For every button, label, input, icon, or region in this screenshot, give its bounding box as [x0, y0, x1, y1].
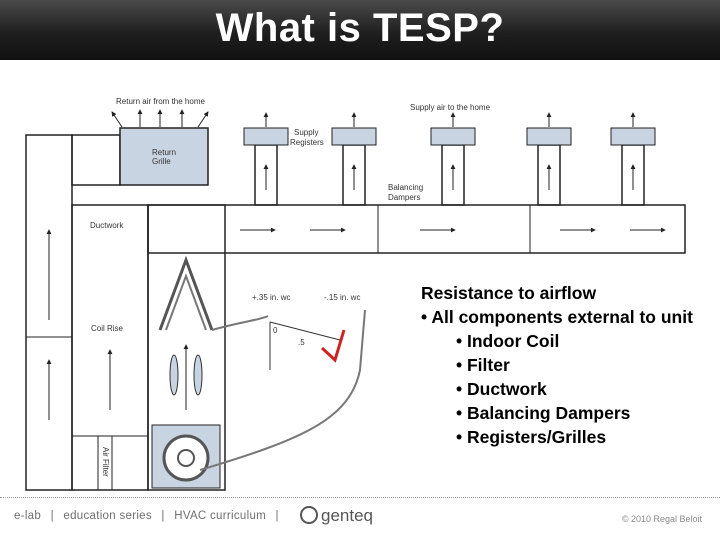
slide-title: What is TESP?	[215, 6, 505, 50]
footer-separator: |	[275, 510, 279, 522]
footer-divider	[0, 497, 720, 499]
pressure-tube-positive	[211, 315, 269, 331]
supply-trunk	[147, 204, 686, 254]
label-return-air: Return air from the home	[116, 97, 205, 106]
supply-registers	[243, 127, 656, 146]
footer-education: education series	[63, 510, 152, 522]
footer-hvac: HVAC curriculum	[174, 510, 267, 522]
content-list: Resistance to airflow • All components e…	[421, 281, 711, 449]
label-pressure-plus: +.35 in. wc	[252, 293, 290, 302]
label-pressure-minus: -.15 in. wc	[324, 293, 360, 302]
list-item-dampers: • Balancing Dampers	[456, 403, 631, 423]
pressure-tube-negative	[199, 309, 366, 471]
title-bar: What is TESP?	[0, 0, 720, 60]
footer-series: e-lab | education series | HVAC curricul…	[14, 510, 285, 522]
air-filter-slot	[97, 435, 113, 491]
footer-separator: |	[161, 510, 165, 522]
label-air-filter: Air Filter	[101, 447, 110, 477]
label-ductwork: Ductwork	[90, 221, 124, 230]
label-return-grille-2: Grille	[152, 157, 171, 166]
hvac-airflow-diagram: Return air from the home Supply air to t…	[25, 97, 686, 491]
return-duct	[71, 134, 121, 186]
label-gauge-zero: 0	[273, 326, 278, 335]
label-balancing-dampers: Balancing	[388, 183, 423, 192]
list-item-filter: • Filter	[456, 355, 510, 375]
manometer-gauge	[269, 321, 346, 370]
copyright: © 2010 Regal Beloit	[621, 514, 702, 524]
content-bullet-main: • All components external to unit	[421, 307, 693, 327]
label-return-grille: Return	[152, 148, 176, 157]
label-balancing-dampers-2: Dampers	[388, 193, 420, 202]
genteq-icon	[300, 505, 318, 524]
footer-separator: |	[50, 510, 54, 522]
label-gauge-mid: .5	[298, 338, 305, 347]
list-item-registers: • Registers/Grilles	[456, 427, 607, 447]
label-coil-rise: Coil Rise	[91, 324, 124, 333]
list-item-coil: • Indoor Coil	[456, 331, 560, 351]
footer-elab: e-lab	[14, 510, 42, 522]
label-supply-air: Supply air to the home	[410, 103, 491, 112]
supply-branches	[254, 144, 645, 206]
label-supply-registers: Supply	[294, 128, 318, 137]
blower-wheel	[162, 434, 210, 482]
genteq-logo: genteq	[300, 505, 373, 526]
brand-name: genteq	[321, 506, 373, 525]
label-supply-registers-2: Registers	[290, 138, 324, 147]
indoor-coil	[158, 255, 214, 331]
list-item-ductwork: • Ductwork	[456, 379, 547, 399]
return-grille	[119, 127, 209, 186]
content-heading: Resistance to airflow	[421, 283, 597, 303]
